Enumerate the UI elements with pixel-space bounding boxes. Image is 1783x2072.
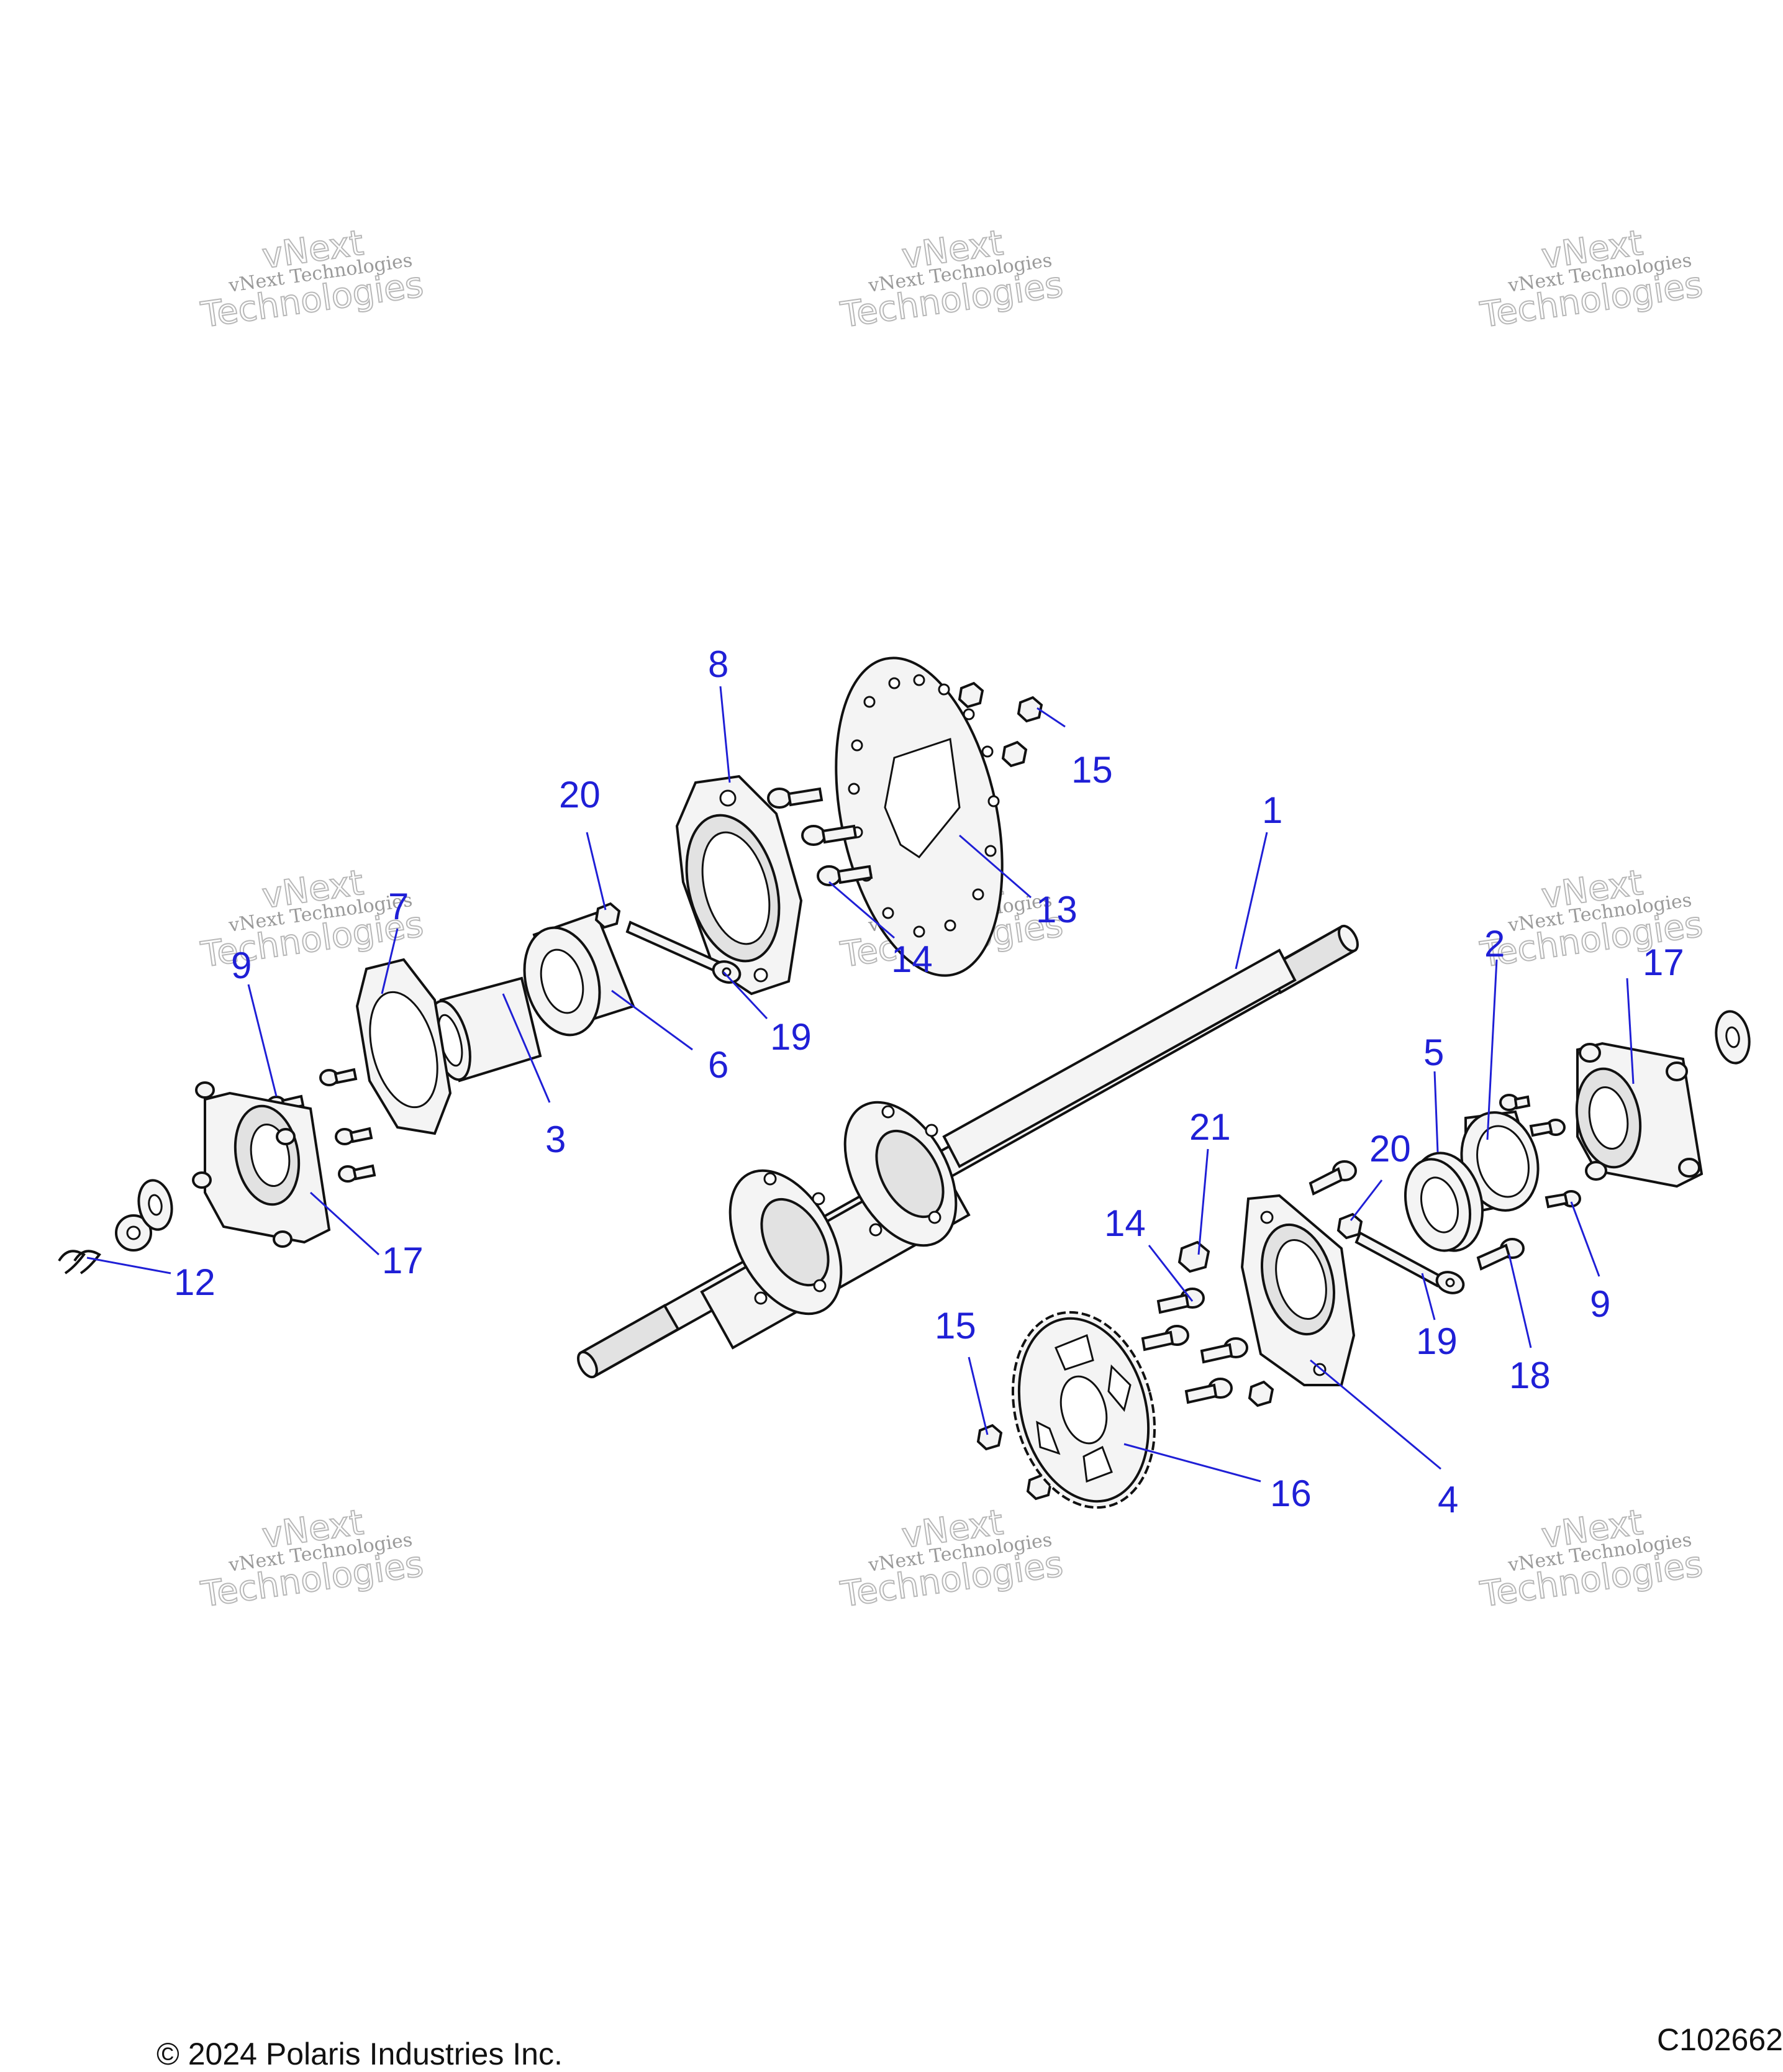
callout-5: 5 [1423, 1032, 1444, 1073]
disc-bolts [767, 787, 873, 886]
bearing-left [523, 911, 635, 1037]
callout-1: 1 [1262, 789, 1282, 831]
callout-4: 4 [1438, 1479, 1458, 1520]
axle-shaft [577, 924, 1359, 1379]
callout-9-left: 9 [231, 945, 252, 986]
bearing-retainer-right [1460, 1110, 1540, 1213]
bolt-set-right [1499, 1094, 1581, 1209]
watermark: vNext Technologies vNext Technologies [1477, 222, 1705, 337]
callout-19-left: 19 [770, 1016, 812, 1058]
leader-lines [86, 686, 1635, 1483]
plug-21 [1177, 1240, 1210, 1273]
callout-7: 7 [388, 886, 409, 927]
callout-6: 6 [708, 1044, 728, 1086]
callout-15-upper: 15 [1071, 749, 1113, 791]
callout-9-right: 9 [1590, 1283, 1610, 1325]
retainer-plate-left [355, 958, 452, 1135]
watermark: vNext Technologies vNext Technologies [197, 1502, 426, 1616]
link-pin-right [1354, 1231, 1465, 1294]
bearing-carrier-left [675, 775, 803, 996]
nut-20-left [594, 902, 621, 929]
callout-14-lower: 14 [1104, 1202, 1146, 1244]
callout-13: 13 [1036, 889, 1078, 930]
callout-21: 21 [1189, 1106, 1231, 1148]
watermark: vNext Technologies vNext Technologies [197, 222, 426, 337]
hub-left [137, 1081, 331, 1248]
watermark: vNext Technologies vNext Technologies [837, 1502, 1066, 1616]
diagram-id: C102662 [1657, 2022, 1783, 2057]
bearing-right [1404, 1152, 1484, 1252]
callout-17-right: 17 [1643, 942, 1684, 983]
copyright-text: © 2024 Polaris Industries Inc. [157, 2037, 563, 2071]
brake-disc [835, 657, 1004, 977]
callout-18: 18 [1509, 1355, 1551, 1396]
bolt-18 [1309, 1160, 1525, 1271]
exploded-parts-diagram: vNext Technologies vNext Technologies vN… [58, 222, 1751, 1616]
callout-14-upper: 14 [891, 938, 933, 980]
callout-3: 3 [545, 1119, 566, 1160]
callout-20-left: 20 [559, 774, 601, 816]
watermark: vNext Technologies vNext Technologies [1477, 1502, 1705, 1616]
callout-17-left: 17 [382, 1240, 424, 1281]
callout-19-right: 19 [1416, 1320, 1458, 1362]
callout-8: 8 [708, 643, 728, 685]
disc-vent-holes [848, 674, 1000, 938]
disc-nuts [958, 681, 1043, 768]
callout-2: 2 [1484, 923, 1505, 965]
nut-20-right [1336, 1212, 1363, 1240]
callout-15-lower: 15 [935, 1305, 976, 1347]
sprocket [1011, 1311, 1156, 1509]
watermark: vNext Technologies vNext Technologies [837, 222, 1066, 337]
cotter-pin [58, 1214, 152, 1275]
callout-20-right: 20 [1369, 1128, 1411, 1170]
callouts: 1 2 3 4 5 6 7 8 9 9 12 13 14 14 15 15 16… [174, 643, 1684, 1520]
hub-right [1575, 1010, 1751, 1188]
callout-16: 16 [1270, 1473, 1312, 1514]
callout-12: 12 [174, 1261, 216, 1303]
bearing-carrier-right [1240, 1194, 1356, 1386]
sprocket-bolts [1141, 1288, 1248, 1404]
